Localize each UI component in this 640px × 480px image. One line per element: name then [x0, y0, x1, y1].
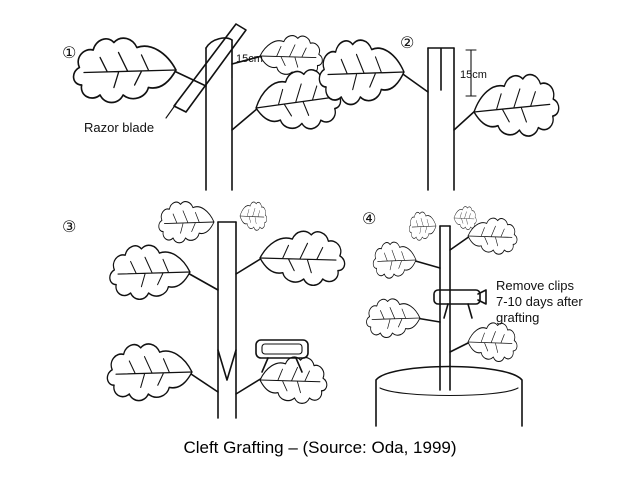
grafting-clip-icon — [255, 339, 309, 373]
panel-3-top-right-leaf — [239, 201, 268, 231]
panel-4-right-leaf-1 — [467, 217, 518, 255]
panel-3-stem — [217, 221, 237, 419]
panel-3-step-number: ③ — [62, 217, 76, 236]
panel-4-top-right-leaf — [453, 206, 477, 231]
panel-1-left-leaf — [74, 38, 176, 102]
panel-4-top-left-leaf — [409, 212, 436, 240]
panel-4-right-leaf-2 — [467, 322, 518, 363]
panel-2-measure-label: 15cm — [460, 69, 487, 81]
panel-2-right-leaf — [470, 69, 562, 144]
panel-1-step-number: ① — [62, 43, 76, 62]
panel-2-left-leaf — [319, 40, 404, 104]
razor-blade-label: Razor blade — [84, 120, 154, 135]
panel-4: ④ Remove clips 7-10 days after grafting — [362, 206, 583, 427]
panel-1-stem — [205, 39, 233, 191]
cleft-grafting-diagram: ① 15cm Razor blade ② 15cm — [62, 23, 583, 427]
panel-1: ① 15cm Razor blade — [62, 23, 345, 191]
panel-3-mid-left-leaf — [110, 245, 190, 299]
razor-blade-icon — [173, 23, 247, 113]
panel-3: ③ — [62, 201, 346, 419]
panel-2-stem — [427, 47, 455, 191]
panel-4-left-leaf-2 — [367, 299, 420, 338]
panel-3-top-left-leaf — [159, 202, 214, 243]
pot — [375, 365, 523, 427]
panel-2: ② 15cm — [319, 33, 562, 191]
panel-3-lower-right-leaf — [259, 356, 328, 405]
pot-soil-line — [379, 387, 519, 397]
panel-2-cleft — [427, 47, 455, 91]
remove-clips-note-line3: grafting — [496, 310, 539, 325]
remove-clips-note-line1: Remove clips — [496, 278, 575, 293]
panel-4-left-leaf-1 — [373, 242, 416, 278]
panel-4-step-number: ④ — [362, 209, 376, 228]
panel-3-graft-wedge — [217, 349, 237, 381]
remove-clips-note-line2: 7-10 days after — [496, 294, 583, 309]
panel-4-grafting-clip-icon — [433, 289, 487, 319]
figure-caption: Cleft Grafting – (Source: Oda, 1999) — [183, 438, 457, 457]
panel-3-lower-left-leaf — [107, 344, 192, 401]
panel-3-mid-right-leaf — [259, 230, 346, 287]
panel-4-stem — [439, 225, 451, 391]
panel-2-step-number: ② — [400, 33, 414, 52]
panel-1-measure-label: 15cm — [236, 53, 263, 65]
